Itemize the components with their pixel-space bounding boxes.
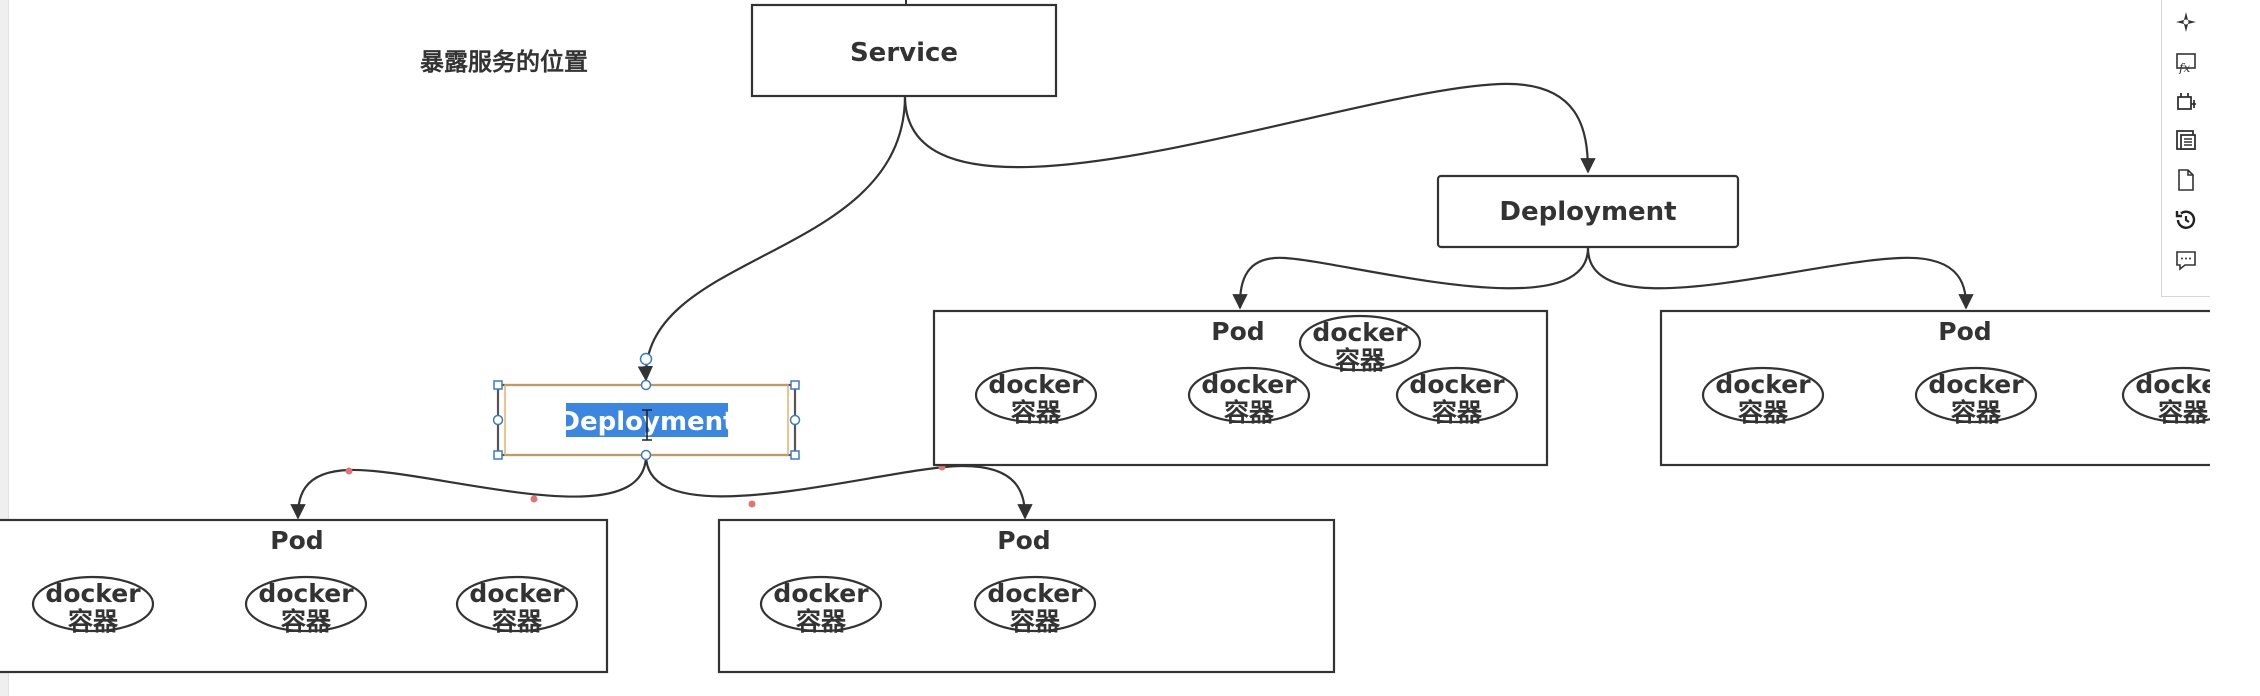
- connector-waypoint[interactable]: [530, 495, 538, 503]
- docker-container-label: docker: [2135, 370, 2210, 399]
- pages-icon[interactable]: [2174, 128, 2198, 152]
- resize-handle-top-left[interactable]: [493, 380, 503, 390]
- connector-waypoint[interactable]: [748, 500, 756, 508]
- docker-container-sublabel: 容器: [2158, 398, 2209, 427]
- connection-point-bottom[interactable]: [640, 449, 652, 461]
- formula-icon[interactable]: fx: [2174, 50, 2198, 74]
- svg-text:fx: fx: [2178, 61, 2190, 74]
- crop-icon[interactable]: [2174, 90, 2198, 114]
- text-cursor: [642, 409, 652, 441]
- connection-point-right[interactable]: [789, 414, 801, 426]
- docker-container-sublabel: 容器: [1010, 607, 1061, 636]
- pod-label: Pod: [1211, 317, 1264, 346]
- docker-container-label: docker: [1312, 318, 1408, 347]
- docker-container-sublabel: 容器: [796, 607, 847, 636]
- resize-handle-top-right[interactable]: [790, 380, 800, 390]
- docker-container-label: docker: [987, 579, 1083, 608]
- connection-point-left[interactable]: [492, 414, 504, 426]
- docker-container-label: docker: [469, 579, 565, 608]
- document-icon[interactable]: [2174, 168, 2198, 192]
- docker-container-label: docker: [773, 579, 869, 608]
- docker-container-label: docker: [1201, 370, 1297, 399]
- navigation-icon[interactable]: [2174, 10, 2198, 34]
- deployment-right-node[interactable]: Deployment: [1436, 174, 1740, 249]
- connector-deployment-right-to-pod-2[interactable]: [1586, 247, 1974, 310]
- connector-waypoint[interactable]: [345, 467, 353, 475]
- docker-container-sublabel: 容器: [1432, 398, 1483, 427]
- resize-handle-bottom-left[interactable]: [493, 450, 503, 460]
- docker-container-sublabel: 容器: [1335, 346, 1386, 375]
- docker-container-sublabel: 容器: [492, 607, 543, 636]
- right-toolbar: fx: [2161, 0, 2210, 297]
- service-node[interactable]: Service: [750, 3, 1058, 98]
- docker-container-label: docker: [1715, 370, 1811, 399]
- pod-label: Pod: [1938, 317, 1991, 346]
- docker-container-label: docker: [258, 579, 354, 608]
- deployment-left-node[interactable]: Deployment: [492, 352, 801, 461]
- connector-service-to-deployment-right[interactable]: [903, 82, 1596, 174]
- connector-service-to-deployment-left[interactable]: [637, 95, 907, 382]
- diagram-canvas[interactable]: 暴露服务的位置 Service Deployment Depl: [0, 0, 2210, 696]
- connector-deployment-left-to-pod-1[interactable]: [290, 454, 648, 520]
- docker-container-label: docker: [988, 370, 1084, 399]
- docker-container-sublabel: 容器: [1738, 398, 1789, 427]
- docker-container-label: docker: [1928, 370, 2024, 399]
- history-icon[interactable]: [2174, 208, 2198, 232]
- diagram-note: 暴露服务的位置: [420, 48, 588, 76]
- docker-container-sublabel: 容器: [281, 607, 332, 636]
- docker-container-sublabel: 容器: [68, 607, 119, 636]
- docker-container-sublabel: 容器: [1224, 398, 1275, 427]
- comment-icon[interactable]: [2174, 248, 2198, 272]
- service-label: Service: [850, 38, 958, 68]
- docker-container-sublabel: 容器: [1951, 398, 2002, 427]
- connector-deployment-right-to-pod-1[interactable]: [1232, 247, 1590, 310]
- architecture-diagram: 暴露服务的位置 Service Deployment Depl: [0, 0, 2210, 674]
- pod-label: Pod: [997, 526, 1050, 555]
- resize-handle-bottom-right[interactable]: [790, 450, 800, 460]
- connector-deployment-left-to-pod-2[interactable]: [644, 454, 1033, 520]
- docker-container-sublabel: 容器: [1011, 398, 1062, 427]
- pod-label: Pod: [270, 526, 323, 555]
- rotate-handle[interactable]: [639, 352, 653, 366]
- deployment-right-label: Deployment: [1499, 197, 1676, 227]
- docker-container-label: docker: [1409, 370, 1505, 399]
- docker-container-label: docker: [45, 579, 141, 608]
- left-panel-edge: [0, 0, 9, 696]
- connection-point-top[interactable]: [640, 379, 652, 391]
